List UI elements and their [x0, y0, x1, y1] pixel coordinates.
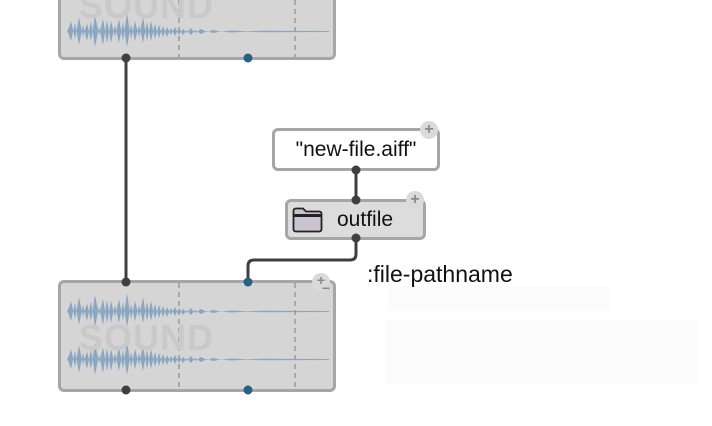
- waveform-bottom: [67, 283, 329, 389]
- add-input-plus-icon[interactable]: +: [406, 191, 424, 209]
- keyword-annotation: :file-pathname: [367, 261, 513, 287]
- background-panel: [386, 320, 698, 384]
- sound-box-bottom[interactable]: SOUND: [58, 280, 336, 392]
- string-value-text: "new-file.aiff": [295, 137, 417, 161]
- waveform-top-channel: [67, 13, 329, 47]
- waveform-bottom-channel-1: [67, 293, 329, 327]
- connection-outfile-to-sound[interactable]: [246, 238, 358, 282]
- sound-box-top[interactable]: SOUND: [58, 0, 336, 60]
- waveform-bottom-channel-2: [67, 341, 329, 375]
- add-remove-input-icon[interactable]: +−: [312, 273, 330, 295]
- background-panel: [388, 286, 610, 310]
- outfile-box[interactable]: outfile: [285, 199, 426, 240]
- folder-icon: [292, 207, 323, 233]
- outfile-label: outfile: [337, 207, 394, 231]
- string-value-box[interactable]: "new-file.aiff": [272, 128, 440, 171]
- waveform-top: [67, 0, 329, 57]
- add-input-plus-icon[interactable]: +: [420, 121, 438, 139]
